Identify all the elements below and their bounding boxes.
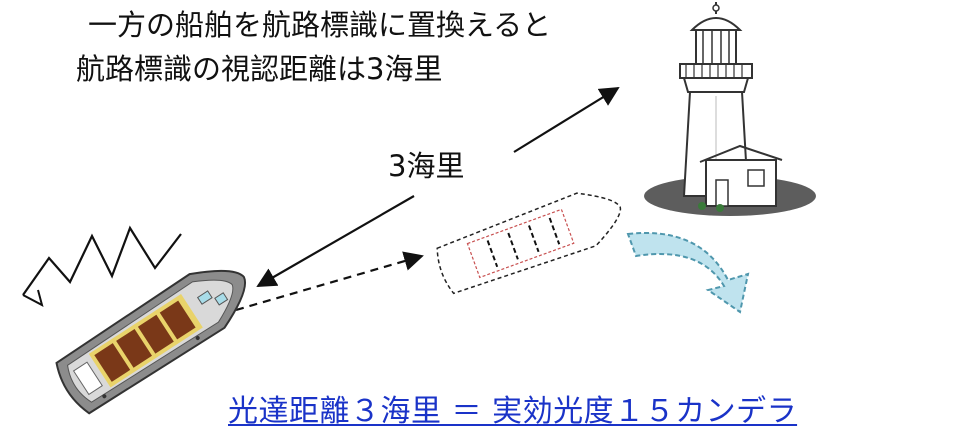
arrow-to-lighthouse bbox=[513, 86, 620, 153]
lighthouse-icon bbox=[644, 2, 816, 216]
distance-label: 3海里 bbox=[388, 149, 465, 183]
zigzag-tail bbox=[22, 289, 44, 307]
turn-arrow-icon bbox=[626, 232, 750, 314]
distance-arrow bbox=[256, 195, 415, 287]
caption-line-1: 一方の船舶を航路標識に置換えると bbox=[88, 8, 552, 42]
boat-icon bbox=[55, 269, 246, 415]
zigzag-waves-icon bbox=[22, 225, 182, 296]
ghost-boat-icon bbox=[436, 192, 622, 295]
dashed-arrow bbox=[235, 251, 424, 312]
formula-link[interactable]: 光達距離３海里 ＝ 実効光度１５カンデラ bbox=[228, 394, 798, 429]
caption-line-2: 航路標識の視認距離は3海里 bbox=[76, 52, 443, 86]
